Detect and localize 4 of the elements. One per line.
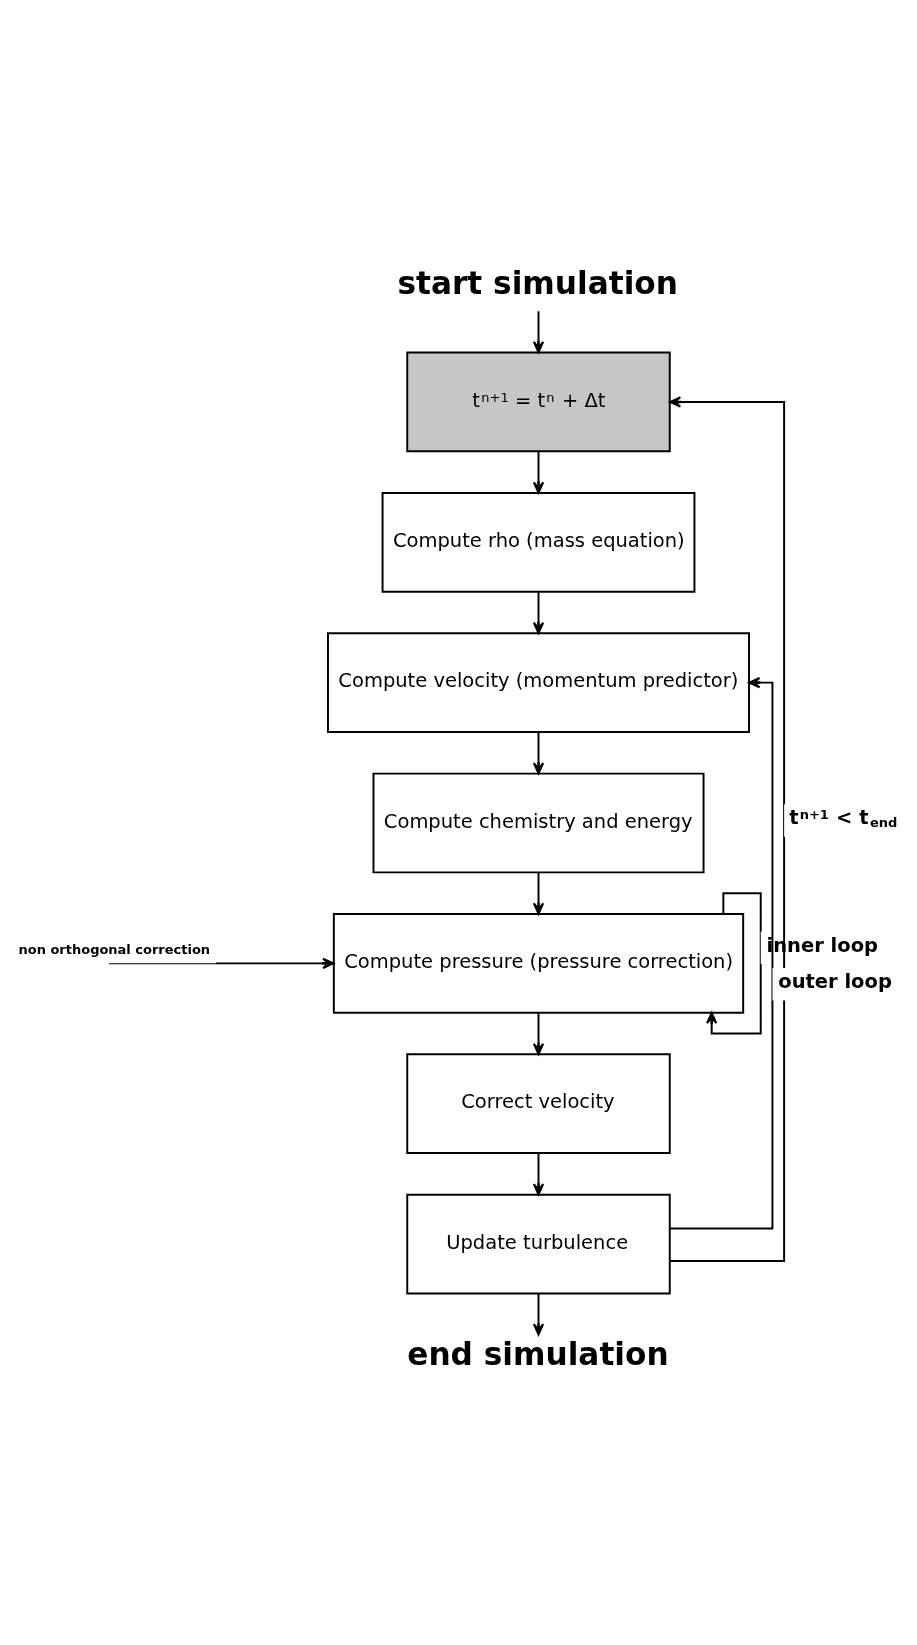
node-text: end simulation — [407, 1335, 669, 1372]
node-text: start simulation — [397, 264, 678, 301]
edge-label: non orthogonal correction — [18, 941, 211, 957]
edge-label: outer loop — [778, 969, 892, 993]
